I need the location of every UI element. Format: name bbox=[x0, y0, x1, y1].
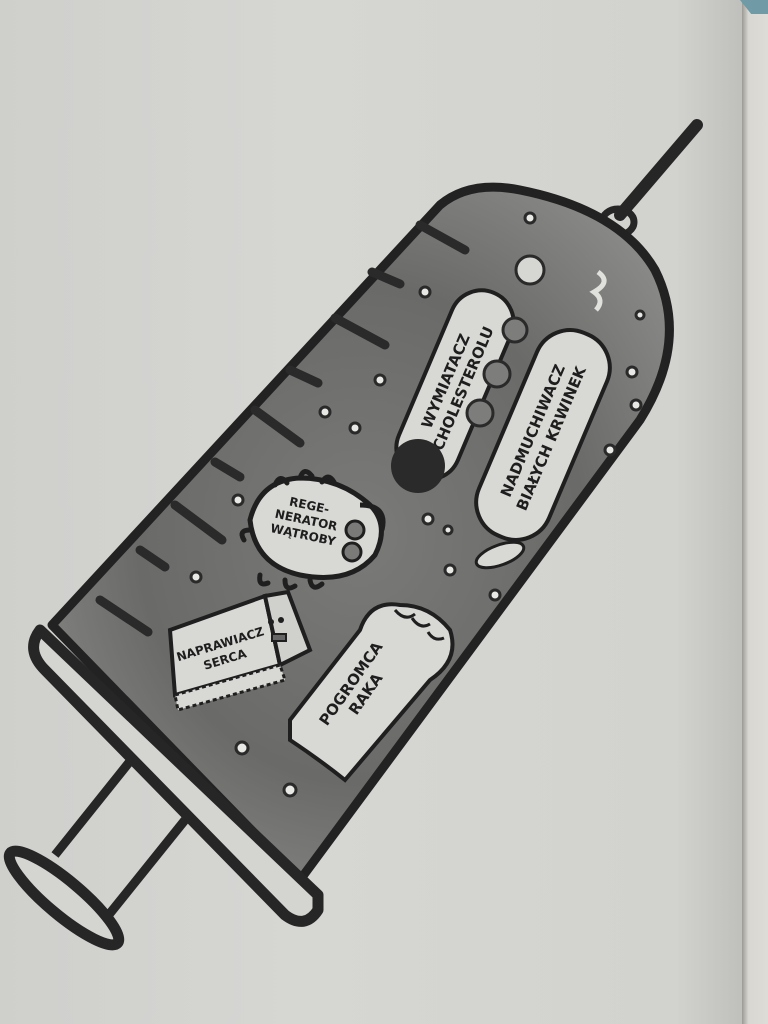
bubbles bbox=[189, 211, 646, 798]
liver-regenerator: REGE- NERATOR WĄTROBY bbox=[239, 469, 386, 591]
cholesterol-beads bbox=[465, 254, 546, 428]
valve bbox=[589, 269, 607, 312]
cholesterol-remover: WYMIATACZ CHOLESTEROLU bbox=[394, 288, 516, 482]
needle bbox=[598, 119, 703, 239]
cholesterol-ball bbox=[391, 439, 445, 493]
inflater-base bbox=[474, 540, 526, 570]
page-edge bbox=[742, 0, 768, 1024]
plunger bbox=[3, 752, 189, 951]
scale-marks bbox=[95, 220, 470, 637]
heart-repairer: NAPRAWIACZ SERCA bbox=[167, 589, 313, 712]
